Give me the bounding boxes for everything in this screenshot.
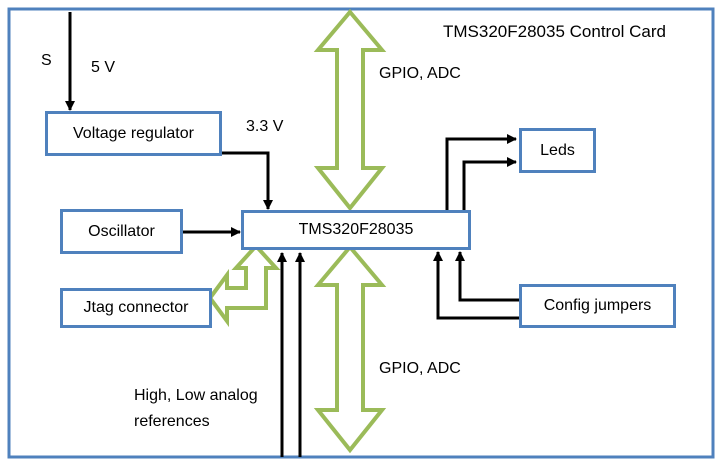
gpio-adc-bottom-arrow <box>313 243 387 454</box>
gpio-adc-top-label: GPIO, ADC <box>379 65 461 82</box>
gpio-adc-bottom-label: GPIO, ADC <box>379 360 461 377</box>
supply-5v-label: 5 V <box>91 59 116 76</box>
leds-link-1 <box>445 134 517 211</box>
config-link-2 <box>455 251 521 302</box>
supply-s-label: S <box>41 52 52 69</box>
gpio-adc-top-arrow <box>313 8 387 212</box>
jtag-arrow <box>207 243 281 328</box>
mcu-block: TMS320F28035 <box>241 210 471 250</box>
card-border <box>7 7 715 459</box>
config-link-1 <box>433 251 521 320</box>
supply-3v3-label: 3.3 V <box>246 118 284 135</box>
config-jumpers-block: Config jumpers <box>519 284 676 328</box>
analog-refs-label-line1: High, Low analog <box>134 387 258 404</box>
analog-refs-label-line2: references <box>134 413 210 430</box>
card-title: TMS320F28035 Control Card <box>443 22 667 41</box>
leds-block: Leds <box>519 128 596 173</box>
voltage-regulator-block: Voltage regulator <box>45 111 222 156</box>
oscillator-block: Oscillator <box>60 209 183 254</box>
jtag-connector-block: Jtag connector <box>60 288 212 328</box>
supply-3v3-arrow <box>221 151 273 210</box>
leds-link-2 <box>462 157 517 211</box>
